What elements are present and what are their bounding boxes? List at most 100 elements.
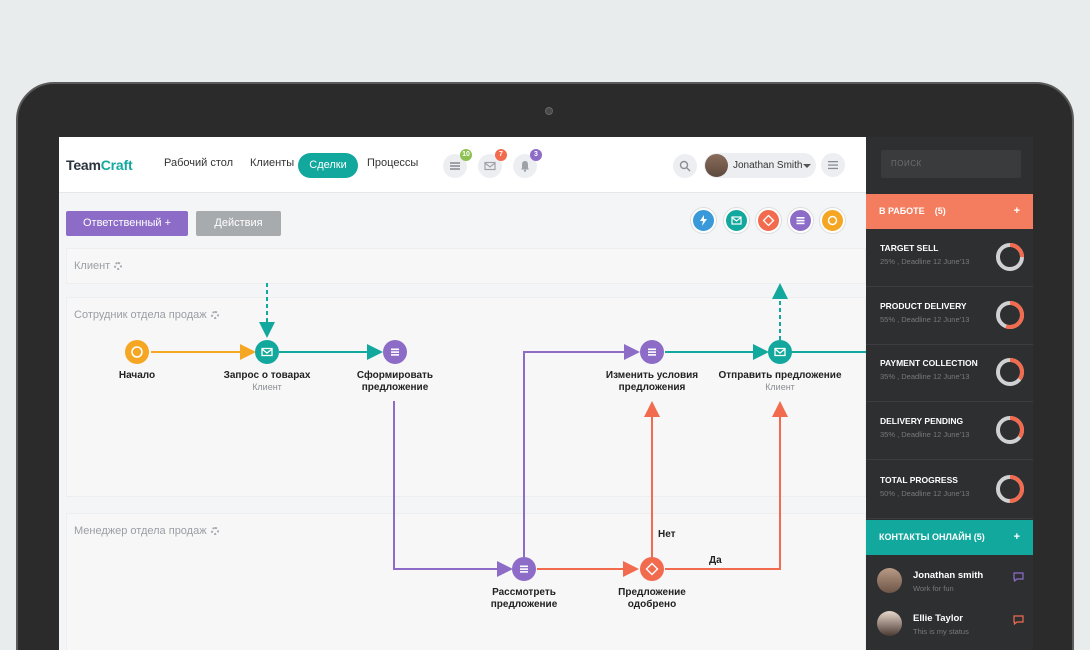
in-work-count: (5) <box>934 206 946 216</box>
tasks-button[interactable]: 10 <box>443 149 472 178</box>
progress-donut <box>996 301 1024 329</box>
progress-donut <box>996 475 1024 503</box>
lane-title-text: Менеджер отдела продаж <box>74 525 207 537</box>
task-item[interactable]: TARGET SELL 25% , Deadline 12 June'13 <box>866 229 1033 287</box>
list-icon <box>796 217 805 225</box>
circle-icon <box>827 215 838 226</box>
responsible-button[interactable]: Ответственный + <box>66 211 188 236</box>
nav-clients[interactable]: Клиенты <box>250 157 295 169</box>
list-icon <box>391 348 399 356</box>
avatar <box>877 568 902 593</box>
nav-processes[interactable]: Процессы <box>367 157 419 169</box>
camera <box>545 107 553 115</box>
edge-label-yes: Да <box>709 555 722 566</box>
lane-sales-manager[interactable]: Менеджер отдела продаж <box>66 513 866 650</box>
list-icon <box>520 565 528 573</box>
edge-yes[interactable] <box>665 401 788 570</box>
tasks-badge: 10 <box>460 149 472 161</box>
notifications-badge: 3 <box>530 149 542 161</box>
node-form-offer-label: Сформировать предложение <box>356 370 434 393</box>
node-change-terms-label: Изменить условия предложения <box>605 370 699 393</box>
in-work-header: В РАБОТЕ (5) + <box>866 194 1033 229</box>
mail-icon <box>774 347 786 357</box>
progress-fill <box>996 358 1024 386</box>
main-area: TeamCraft Рабочий стол Клиенты Сделки Пр… <box>59 137 866 650</box>
edge-label-no: Нет <box>658 529 676 540</box>
lane-title-text: Клиент <box>74 260 111 272</box>
node-start[interactable] <box>125 340 149 364</box>
progress-fill <box>996 243 1024 271</box>
mail-button[interactable]: 7 <box>478 149 507 178</box>
tool-start-event[interactable] <box>820 208 845 233</box>
task-deadline: 50% , Deadline 12 June'13 <box>880 489 970 498</box>
node-review-label: Рассмотреть предложение <box>490 587 558 610</box>
bell-icon <box>521 161 529 172</box>
gear-icon[interactable] <box>114 262 123 270</box>
top-bar: TeamCraft Рабочий стол Клиенты Сделки Пр… <box>59 137 866 193</box>
notifications-button[interactable]: 3 <box>513 149 542 178</box>
tool-message[interactable] <box>724 208 749 233</box>
node-request-sub: Клиент <box>252 382 282 392</box>
logo[interactable]: TeamCraft <box>66 157 133 173</box>
lane-client[interactable]: Клиент <box>66 248 866 284</box>
lane-sales-employee[interactable]: Сотрудник отдела продаж <box>66 297 866 497</box>
add-contact-button[interactable]: + <box>1013 531 1020 543</box>
logo-part-1: Team <box>66 157 101 173</box>
gear-icon[interactable] <box>210 311 219 319</box>
task-title: PRODUCT DELIVERY <box>880 301 967 311</box>
node-form-offer[interactable] <box>383 340 407 364</box>
node-request[interactable] <box>255 340 279 364</box>
node-request-label: Запрос о товарах <box>223 370 311 381</box>
contact-name: Jonathan smith <box>913 570 984 581</box>
task-deadline: 25% , Deadline 12 June'13 <box>880 257 970 266</box>
gear-icon[interactable] <box>210 527 219 535</box>
search-icon <box>679 160 691 172</box>
progress-donut <box>996 416 1024 444</box>
tool-gateway[interactable] <box>756 208 781 233</box>
mail-icon <box>261 347 273 357</box>
hamburger-button[interactable] <box>821 153 845 177</box>
tool-task[interactable] <box>788 208 813 233</box>
node-change-terms[interactable] <box>640 340 664 364</box>
add-task-button[interactable]: + <box>1013 205 1020 217</box>
right-sidebar: ПОИСК В РАБОТЕ (5) + TARGET SELL 25% , De… <box>866 137 1033 650</box>
app-screen: TeamCraft Рабочий стол Клиенты Сделки Пр… <box>59 137 1033 650</box>
edge-form-review[interactable] <box>393 401 513 577</box>
nav-desktop[interactable]: Рабочий стол <box>164 157 234 169</box>
mail-icon <box>731 216 742 225</box>
in-work-title: В РАБОТЕ <box>879 206 925 216</box>
flow-connectors <box>151 283 866 577</box>
contacts-header: КОНТАКТЫ ОНЛАЙН (5) + <box>866 520 1033 555</box>
sidebar-search-input[interactable]: ПОИСК <box>881 150 1021 178</box>
hamburger-icon <box>828 161 838 170</box>
contacts-title: КОНТАКТЫ ОНЛАЙН (5) <box>879 532 985 542</box>
node-review[interactable] <box>512 557 536 581</box>
search-button[interactable] <box>673 154 697 178</box>
node-send-offer[interactable] <box>768 340 792 364</box>
task-title: TARGET SELL <box>880 243 939 253</box>
progress-fill <box>996 416 1024 444</box>
contact-item[interactable]: Jonathan smith Work for fun <box>866 560 1033 603</box>
actions-button[interactable]: Действия <box>196 211 281 236</box>
contact-status: This is my status <box>913 627 969 636</box>
node-send-offer-label: Отправить предложение <box>718 370 842 381</box>
chat-icon[interactable] <box>1013 615 1024 625</box>
mail-badge: 7 <box>495 149 507 161</box>
circle-icon <box>131 346 143 358</box>
node-approved-label: Предложение одобрено <box>618 587 686 610</box>
contact-item[interactable]: Ellie Taylor This is my status <box>866 603 1033 646</box>
sidebar-search-placeholder: ПОИСК <box>891 159 922 168</box>
nav-deals[interactable]: Сделки <box>298 153 358 178</box>
user-menu[interactable]: Jonathan Smith <box>704 153 816 178</box>
task-deadline: 35% , Deadline 12 June'13 <box>880 372 970 381</box>
progress-fill <box>996 475 1024 503</box>
edge-review-change[interactable] <box>523 344 640 557</box>
node-approved[interactable] <box>640 557 664 581</box>
mail-icon <box>484 161 496 171</box>
tool-event[interactable] <box>691 208 716 233</box>
chat-icon[interactable] <box>1013 572 1024 582</box>
